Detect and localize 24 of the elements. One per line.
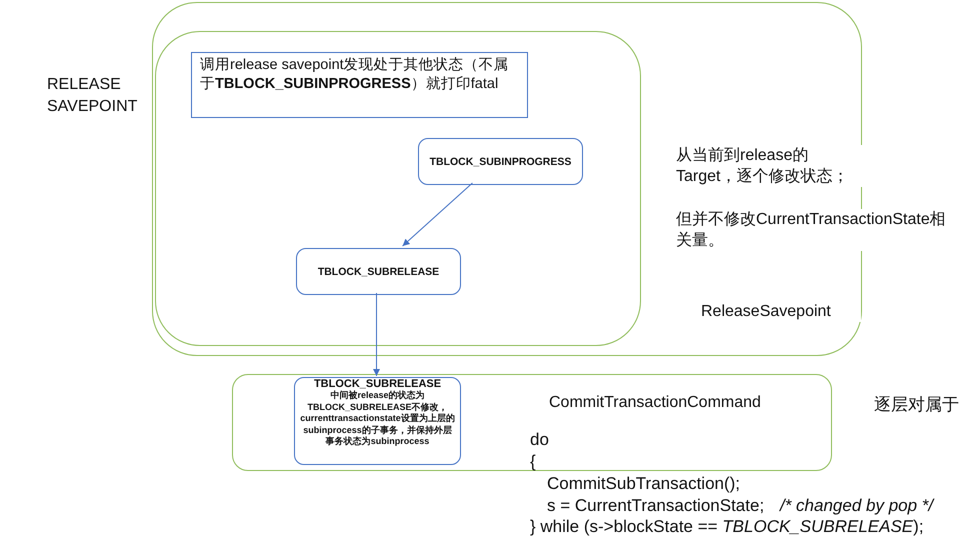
note-text: 从当前到release的Target，逐个修改状态； bbox=[676, 145, 862, 187]
group-frame bbox=[232, 374, 832, 471]
state-box bbox=[418, 138, 583, 185]
group-title: ReleaseSavepoint bbox=[701, 301, 861, 322]
state-label: TBLOCK_SUBINPROGRESS bbox=[430, 156, 572, 168]
note-text: 调用release savepoint发现处于其他状态（不属于TBLOCK_SUBINPROGRESS）就打印fatal bbox=[199, 56, 510, 94]
state-box bbox=[294, 377, 461, 465]
code-line: s = CurrentTransactionState; bbox=[547, 495, 764, 517]
state-box bbox=[296, 248, 461, 295]
group-frame bbox=[155, 31, 641, 346]
code-line: /* changed by pop */ bbox=[780, 495, 934, 517]
arrow bbox=[402, 182, 473, 246]
code-line: } while (s->blockState == TBLOCK_SUBRELEASE); bbox=[530, 516, 924, 538]
code-line: { bbox=[530, 451, 536, 473]
note-box bbox=[191, 52, 528, 118]
code-line: do bbox=[530, 429, 549, 451]
note-text: 中间被release的状态为TBLOCK_SUBRELEASE不修改，currenttransactionstate设置为上层的subinprocess的子事务，并保持外层事务状态为subinprocess bbox=[299, 390, 456, 448]
note-text: 但并不修改CurrentTransactionState相关量。 bbox=[676, 209, 947, 251]
arrow bbox=[373, 292, 380, 376]
state-label: TBLOCK_SUBRELEASE bbox=[318, 266, 440, 278]
side-label: RELEASE SAVEPOINT bbox=[47, 75, 138, 117]
state-label: TBLOCK_SUBRELEASE bbox=[312, 378, 442, 390]
side-label: 逐层对属于 bbox=[874, 394, 959, 416]
code-line: CommitSubTransaction(); bbox=[547, 473, 740, 495]
